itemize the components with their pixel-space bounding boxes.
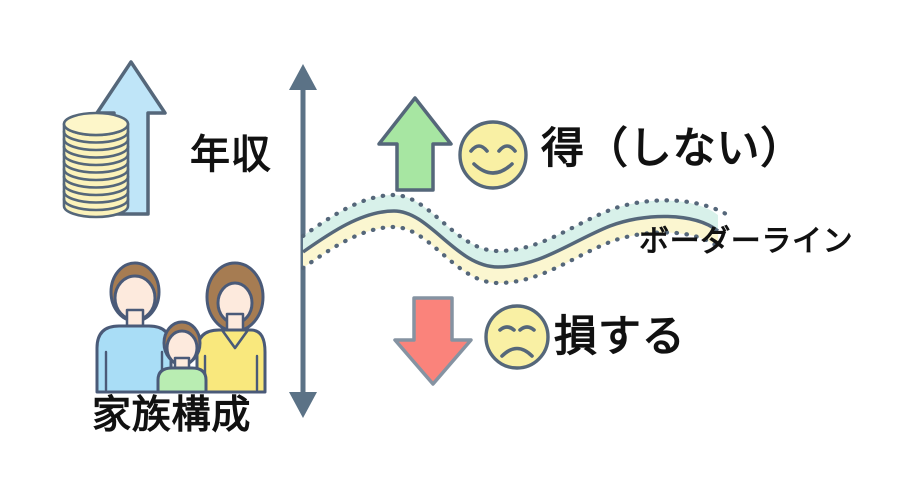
coin-stack-icon — [62, 111, 130, 219]
wave-band-bottom — [303, 211, 718, 283]
coin-rim — [62, 197, 130, 212]
coin-rim — [62, 130, 130, 144]
coin-rim — [62, 137, 130, 152]
loss-down-arrow-icon — [393, 296, 473, 386]
coin-rim — [62, 160, 130, 174]
sad-face-icon — [484, 304, 550, 370]
happy-smile — [472, 162, 514, 175]
sad-frown — [500, 346, 534, 358]
mother-vneck — [220, 328, 250, 350]
sad-face-circle — [484, 304, 550, 370]
sad-eye-right — [518, 325, 536, 332]
wave-center-line — [301, 209, 720, 269]
coin-rim — [62, 190, 130, 204]
coin-rim — [62, 167, 130, 182]
coin-rim — [62, 175, 130, 189]
family-label: 家族構成 — [92, 394, 252, 437]
happy-eye-right — [497, 144, 517, 153]
gain-up-arrow-icon — [377, 96, 453, 192]
happy-face-icon — [458, 120, 528, 190]
axis-arrowhead-up — [289, 64, 317, 90]
child-torso — [156, 366, 208, 394]
sad-eye-left — [498, 325, 516, 332]
happy-eye-left — [469, 144, 489, 153]
wave-dotted-top — [300, 192, 729, 254]
borderline-wave — [300, 192, 729, 286]
loss-label: 損する — [554, 313, 686, 361]
wave-dotted-bottom — [300, 224, 721, 286]
axis-arrowhead-down — [289, 392, 317, 418]
coin-top — [62, 111, 130, 137]
family-icon — [95, 261, 267, 394]
happy-face-circle — [458, 120, 528, 190]
gain-label: 得（しない） — [541, 125, 805, 173]
coin-rim — [62, 182, 130, 197]
income-label: 年収 — [190, 133, 272, 177]
coin-rim — [62, 152, 130, 167]
coin-rim — [62, 145, 130, 159]
borderline-label: ボーダーライン — [639, 225, 854, 258]
